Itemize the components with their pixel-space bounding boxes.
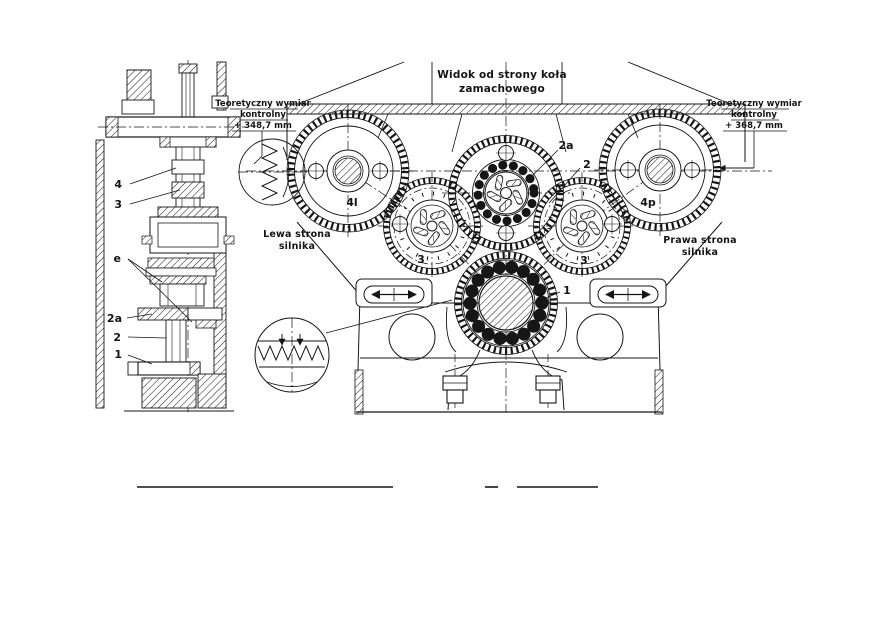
label-gear-1: 1 bbox=[563, 284, 571, 297]
section-label-1: 1 bbox=[114, 348, 122, 361]
annotations: Widok od strony koła zamachowego Teorety… bbox=[215, 69, 803, 299]
gear-4l-left-camshaft bbox=[282, 105, 414, 237]
label-gear-2: 2 bbox=[583, 158, 591, 171]
adjust-slot-left bbox=[355, 278, 433, 308]
gear-2-center-with-roller-ring bbox=[442, 135, 570, 251]
dim-left-line3: + 348,7 mm bbox=[234, 121, 292, 131]
label-gear-4p: 4p bbox=[640, 196, 656, 209]
left-side-label-line2: silnika bbox=[279, 241, 315, 252]
label-gear-3-right: 3 bbox=[580, 254, 588, 267]
gear-3-left-idler bbox=[378, 172, 486, 280]
main-view bbox=[238, 61, 772, 415]
right-side-label-line1: Prawa strona bbox=[663, 235, 737, 246]
right-side-label-line2: silnika bbox=[682, 247, 718, 258]
label-gear-4l: 4l bbox=[346, 196, 357, 209]
foundation-bolt-left bbox=[442, 353, 468, 409]
section-label-3: 3 bbox=[114, 198, 122, 211]
gear-4p-right-camshaft bbox=[594, 104, 726, 236]
section-view: 4 3 e 2a 2 1 bbox=[95, 60, 246, 414]
foundation-bolt-right bbox=[535, 353, 561, 409]
tooth-mesh-detail-left bbox=[238, 138, 308, 206]
dim-right-line3: + 368,7 mm bbox=[725, 121, 783, 131]
view-title-line2: zamachowego bbox=[459, 83, 545, 95]
left-side-label-line1: Lewa strona bbox=[263, 229, 331, 240]
adjust-slot-right bbox=[589, 278, 667, 308]
view-title-line1: Widok od strony koła bbox=[437, 69, 566, 81]
tooth-mesh-detail-circle bbox=[254, 299, 453, 393]
dim-left-line2: kontrolny bbox=[240, 110, 286, 120]
label-gear-3-left: 3 bbox=[417, 253, 425, 266]
section-label-e: e bbox=[114, 252, 121, 265]
label-roller-ring-2a: 2a bbox=[558, 139, 573, 152]
dim-right-line2: kontrolny bbox=[731, 110, 777, 120]
section-label-2: 2 bbox=[113, 331, 121, 344]
gear-1-crankshaft bbox=[445, 251, 570, 355]
section-label-2a: 2a bbox=[107, 312, 122, 325]
dimension-note-left: Teoretyczny wymiar kontrolny + 348,7 mm bbox=[215, 99, 312, 165]
section-label-4: 4 bbox=[114, 178, 122, 191]
dim-left-line1: Teoretyczny wymiar bbox=[215, 99, 311, 109]
dim-right-line1: Teoretyczny wymiar bbox=[706, 99, 802, 109]
dimension-note-right: Teoretyczny wymiar kontrolny + 368,7 mm bbox=[706, 99, 803, 172]
